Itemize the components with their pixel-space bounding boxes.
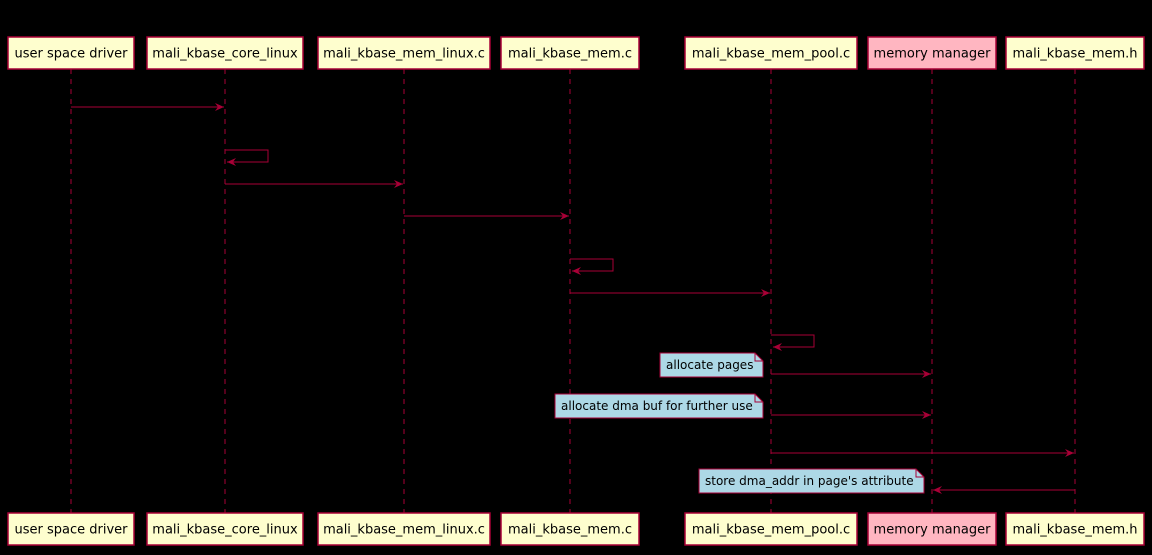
participant-box <box>1005 512 1145 546</box>
note-fold <box>754 353 763 362</box>
note-text: store dma_addr in page's attribute <box>705 474 914 488</box>
note-8: allocate dma buf for further use <box>554 393 764 419</box>
participant-top-core: mali_kbase_core_linux <box>146 36 304 70</box>
participant-label: mali_kbase_mem_pool.c <box>692 523 850 538</box>
note-text: allocate pages <box>666 358 753 372</box>
participant-bottom-core: mali_kbase_core_linux <box>146 512 304 546</box>
participant-box <box>500 36 640 70</box>
participant-box <box>1005 36 1145 70</box>
note-box <box>659 352 764 378</box>
participant-box <box>684 36 858 70</box>
self-message-arrow <box>225 149 269 166</box>
note-box <box>554 393 764 419</box>
participant-label: mali_kbase_mem_pool.c <box>692 47 850 62</box>
participant-label: mali_kbase_mem.c <box>508 523 632 538</box>
participant-box <box>867 512 997 546</box>
participant-bottom-mm: memory manager <box>867 512 997 546</box>
note-box <box>698 468 925 494</box>
note-fold <box>915 469 924 478</box>
participant-label: memory manager <box>874 523 992 538</box>
note-7: allocate pages <box>659 352 764 378</box>
self-message-arrow <box>570 258 614 275</box>
participant-box <box>500 512 640 546</box>
participant-bottom-usd: user space driver <box>7 512 135 546</box>
notes: allocate pages allocate dma buf for furth… <box>554 352 925 494</box>
participant-label: user space driver <box>14 47 128 62</box>
participant-box <box>146 36 304 70</box>
participant-top-mem: mali_kbase_mem.c <box>500 36 640 70</box>
message-pool-to-pool <box>771 334 815 351</box>
participant-label: mali_kbase_mem.c <box>508 47 632 62</box>
participants-bottom: user space driver mali_kbase_core_linux ma… <box>7 512 1145 546</box>
participant-box <box>317 512 491 546</box>
participant-label: mali_kbase_mem_linux.c <box>323 523 485 538</box>
participant-bottom-memh: mali_kbase_mem.h <box>1005 512 1145 546</box>
message-core-to-core <box>225 149 269 166</box>
participant-label: mali_kbase_mem_linux.c <box>323 47 485 62</box>
lifelines <box>70 69 1076 513</box>
participant-label: mali_kbase_mem.h <box>1012 47 1137 62</box>
participant-box <box>317 36 491 70</box>
note-fold <box>754 394 763 403</box>
participant-top-memlinux: mali_kbase_mem_linux.c <box>317 36 491 70</box>
participant-bottom-mem: mali_kbase_mem.c <box>500 512 640 546</box>
participant-label: memory manager <box>874 47 992 62</box>
participant-box <box>684 512 858 546</box>
note-10: store dma_addr in page's attribute <box>698 468 925 494</box>
message-mem-to-mem <box>570 258 614 275</box>
participant-box <box>7 36 135 70</box>
note-text: allocate dma buf for further use <box>561 399 753 413</box>
participant-bottom-memlinux: mali_kbase_mem_linux.c <box>317 512 491 546</box>
messages <box>71 103 1075 494</box>
participant-top-memh: mali_kbase_mem.h <box>1005 36 1145 70</box>
participant-bottom-pool: mali_kbase_mem_pool.c <box>684 512 858 546</box>
participant-box <box>7 512 135 546</box>
participant-label: mali_kbase_core_linux <box>152 47 298 62</box>
self-message-arrow <box>771 334 815 351</box>
participant-top-usd: user space driver <box>7 36 135 70</box>
participant-top-pool: mali_kbase_mem_pool.c <box>684 36 858 70</box>
participant-top-mm: memory manager <box>867 36 997 70</box>
participant-label: user space driver <box>14 523 128 538</box>
participant-box <box>867 36 997 70</box>
participant-box <box>146 512 304 546</box>
participants-top: user space driver mali_kbase_core_linux ma… <box>7 36 1145 70</box>
participant-label: mali_kbase_core_linux <box>152 523 298 538</box>
participant-label: mali_kbase_mem.h <box>1012 523 1137 538</box>
